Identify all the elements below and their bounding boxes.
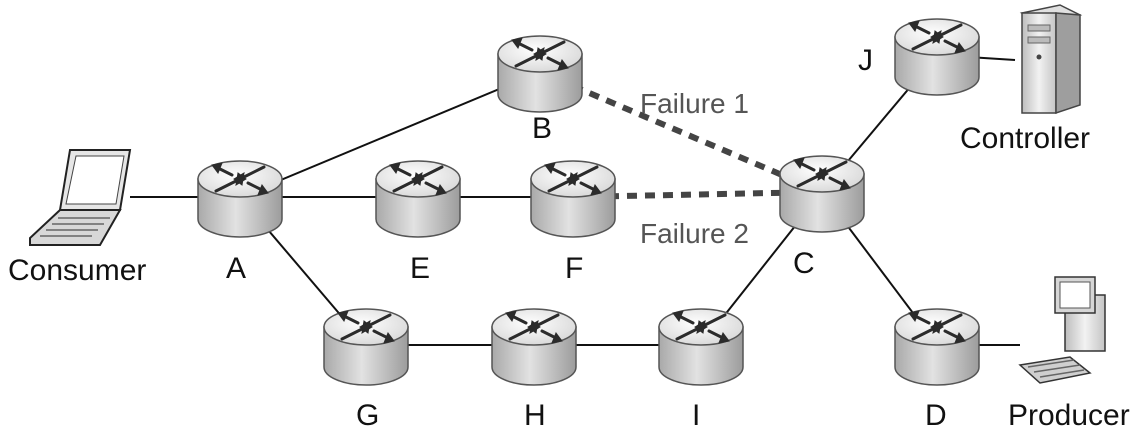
desktop-computer-icon [1018, 276, 1106, 384]
router-f-icon [529, 159, 617, 239]
router-label-g: G [356, 399, 379, 429]
router-label-h: H [524, 399, 546, 429]
link-b-c [538, 69, 824, 195]
failure-2-label: Failure 2 [640, 218, 749, 249]
router-label-j: J [858, 44, 873, 77]
router-d-icon [893, 307, 981, 387]
nodes-layer [29, 4, 1106, 387]
router-label-a: A [226, 252, 246, 285]
router-i-icon [657, 307, 745, 387]
controller-label: Controller [960, 122, 1090, 155]
router-label-e: E [410, 252, 430, 285]
router-e-icon [374, 159, 462, 239]
router-b-icon [496, 34, 584, 114]
laptop-icon [29, 149, 132, 246]
producer-label: Producer [1008, 399, 1130, 429]
router-g-icon [322, 307, 410, 387]
link-a-b [239, 71, 541, 198]
router-a-icon [196, 159, 284, 239]
server-icon [1019, 4, 1083, 115]
failure-1-label: Failure 1 [640, 88, 749, 119]
router-label-d: D [925, 399, 947, 429]
router-j-icon [893, 17, 981, 97]
router-c-icon [778, 154, 866, 234]
router-label-i: I [692, 399, 700, 429]
consumer-label: Consumer [8, 254, 146, 287]
router-label-f: F [565, 252, 583, 285]
router-label-c: C [793, 247, 815, 280]
router-label-b: B [532, 112, 552, 145]
router-h-icon [490, 307, 578, 387]
